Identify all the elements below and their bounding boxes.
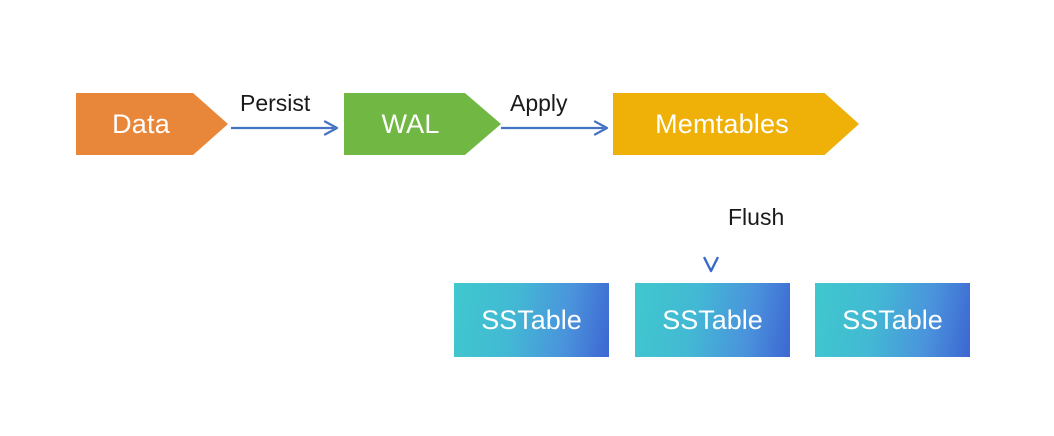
edge-label-flush: Flush: [728, 204, 785, 230]
edge-label-apply: Apply: [510, 90, 568, 116]
edge-flush-arrow: [703, 160, 719, 273]
node-data[interactable]: Data: [76, 93, 228, 155]
edge-persist-arrow: [231, 120, 339, 136]
node-wal-label: WAL: [381, 108, 440, 139]
node-sstable-3[interactable]: SSTable: [815, 283, 970, 357]
node-memtables-label: Memtables: [655, 108, 789, 139]
node-data-label: Data: [112, 108, 170, 139]
node-sstable-2[interactable]: SSTable: [635, 283, 790, 357]
edge-apply-arrow: [501, 120, 609, 136]
node-sstable-2-label: SSTable: [662, 304, 763, 335]
node-sstable-1[interactable]: SSTable: [454, 283, 609, 357]
node-memtables[interactable]: Memtables: [613, 93, 859, 155]
node-sstable-1-label: SSTable: [481, 304, 582, 335]
node-wal[interactable]: WAL: [344, 93, 501, 155]
node-sstable-3-label: SSTable: [842, 304, 943, 335]
edge-label-persist: Persist: [240, 90, 311, 116]
